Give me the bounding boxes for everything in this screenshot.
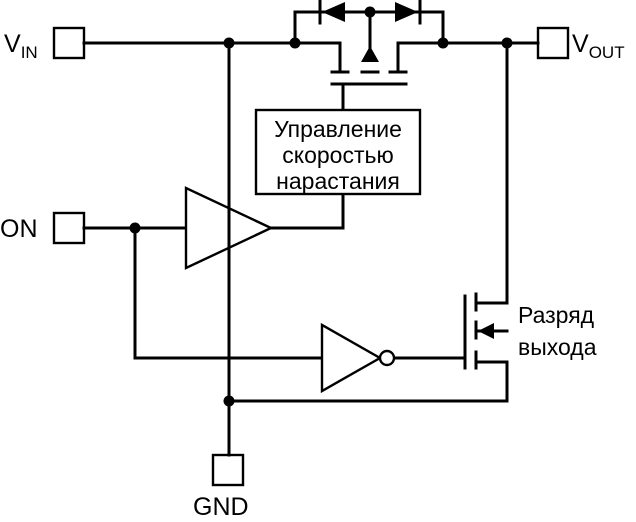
discharge-label-line2: выхода <box>518 334 597 360</box>
body-arrow-icon <box>361 46 379 62</box>
gnd-label: GND <box>193 493 249 521</box>
inverter-bubble-icon <box>378 349 396 367</box>
vin-pin <box>52 26 86 60</box>
on-label: ON <box>0 215 38 243</box>
vout-label: VOUT <box>572 30 625 62</box>
svg-text:нарастания: нарастания <box>276 168 400 194</box>
body-diodes <box>318 0 422 25</box>
junction-dots <box>129 6 513 407</box>
pass-mosfet <box>330 41 408 86</box>
discharge-label-line1: Разряд <box>518 302 595 328</box>
inverter <box>320 322 396 394</box>
vin-label: VIN <box>4 30 38 62</box>
wires <box>82 10 540 457</box>
svg-text:Управление: Управление <box>274 116 402 142</box>
discharge-mosfet <box>463 292 509 370</box>
diode-left-icon <box>322 2 345 22</box>
vout-pin <box>536 26 570 60</box>
diode-right-icon <box>395 2 418 22</box>
svg-text:скоростью: скоростью <box>282 142 393 168</box>
slew-rate-control-block: Управление скоростью нарастания <box>254 108 422 196</box>
discharge-arrow-icon <box>478 323 494 339</box>
on-pin <box>52 211 86 245</box>
gnd-pin <box>211 453 245 487</box>
